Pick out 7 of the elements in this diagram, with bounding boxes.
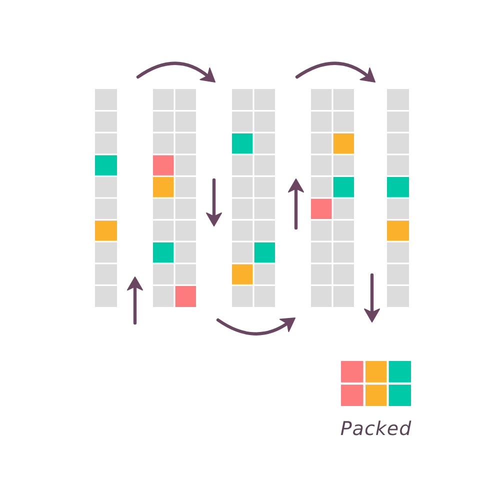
caption-text: Packed — [339, 418, 413, 441]
cell-grid — [232, 89, 275, 307]
cell-grid — [95, 89, 117, 307]
cell-grid — [153, 89, 196, 307]
cell-grid — [311, 89, 354, 307]
cell-grid — [387, 89, 409, 307]
cell-grid — [341, 361, 411, 406]
